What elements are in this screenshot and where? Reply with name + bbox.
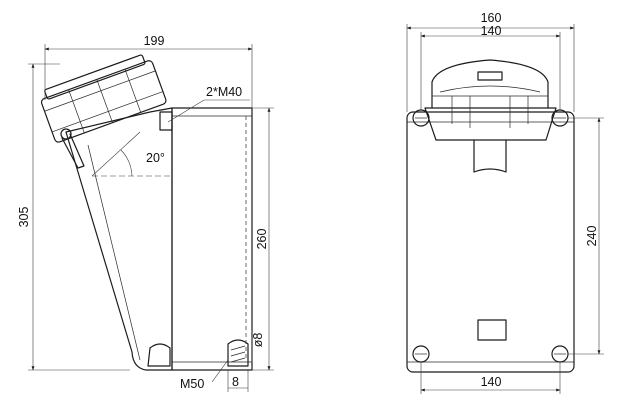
dim-label-140-bottom: 140 <box>481 375 502 389</box>
side-cap <box>40 54 167 143</box>
dim-label-140-top: 140 <box>481 24 502 38</box>
side-gland-bottom-hatch <box>230 345 246 363</box>
label-2m40: 2*M40 <box>206 85 242 99</box>
dim-label-240: 240 <box>585 226 599 247</box>
side-hinge-pin <box>60 128 72 140</box>
front-hinge-strap <box>473 139 507 173</box>
side-enclosure-box <box>171 107 253 371</box>
dim-label-8: 8 <box>232 375 239 389</box>
side-socket-bottom-cap <box>147 343 171 367</box>
side-socket-body <box>65 107 173 371</box>
dim-label-160: 160 <box>481 11 502 25</box>
front-view: 160 140 140 240 <box>406 11 604 394</box>
side-view: 199 305 260 2*M40 20° M50 8 ø8 <box>17 34 274 392</box>
front-cap-label-slot <box>477 71 503 81</box>
front-socket-cap <box>431 59 549 109</box>
front-socket-base <box>424 107 557 141</box>
dim-label-199: 199 <box>144 34 165 48</box>
angle-arc <box>120 149 133 177</box>
front-enclosure-box <box>406 111 575 373</box>
side-gland-bottom <box>227 339 249 367</box>
leader-m50 <box>211 359 229 383</box>
front-cap-ring <box>439 85 541 93</box>
dim-label-260: 260 <box>255 229 269 250</box>
front-label-plate <box>477 319 507 341</box>
leader-2m40 <box>167 99 250 123</box>
side-socket-body-edge <box>87 144 141 361</box>
side-gland-top <box>159 111 173 131</box>
label-20deg: 20° <box>146 151 165 165</box>
side-hinge-arm <box>61 133 85 169</box>
angle-tilt-line <box>91 131 141 177</box>
dim-label-305: 305 <box>17 207 31 228</box>
label-m50: M50 <box>180 377 204 391</box>
dim-label-dia8: ø8 <box>251 333 265 348</box>
